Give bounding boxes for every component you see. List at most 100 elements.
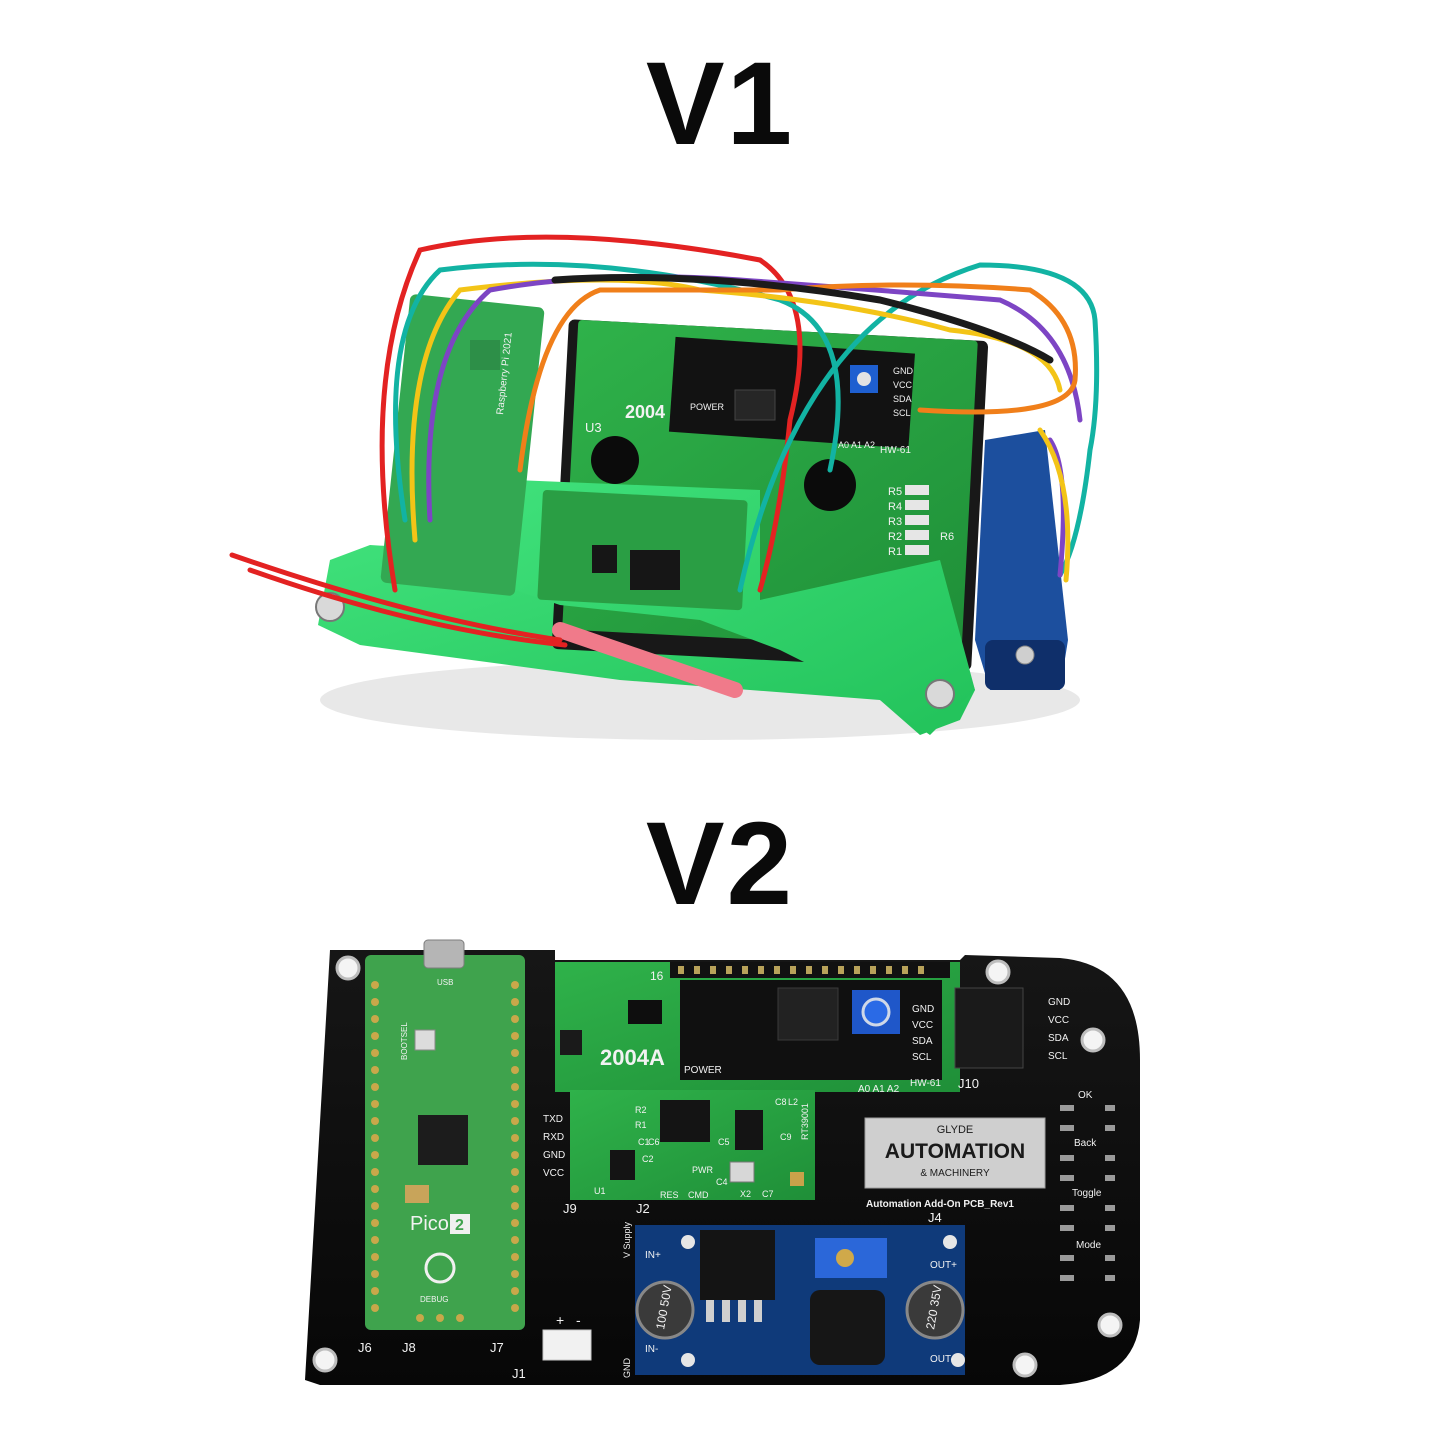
v2-board: 2004A 16 POWER A0 A1 A2 HW-61 GND VCC SD… — [305, 939, 1140, 1385]
v2-rs485-pin-labels: TXD RXD GND VCC — [543, 1114, 565, 1179]
v1-rs485-chip — [630, 550, 680, 590]
v2-gnd-label: GND — [622, 1358, 632, 1379]
v2-bp-sda: SDA — [912, 1036, 933, 1047]
v1-lcd-label: 2004 — [625, 402, 665, 422]
v2-j9-label: J9 — [563, 1201, 577, 1216]
v1-lcd-frame — [985, 640, 1065, 690]
v2-pin-rxd: RXD — [543, 1132, 564, 1143]
v1-backpack-label: HW-61 — [880, 445, 911, 456]
v2-button-labels: OK Back Toggle Mode — [1072, 1090, 1102, 1251]
v1-r3: R3 — [888, 516, 902, 528]
v1-pin-sda: SDA — [893, 394, 912, 404]
v2-power-label: POWER — [684, 1065, 722, 1076]
v1-r6: R6 — [940, 531, 954, 543]
v2-pico-usb — [423, 939, 465, 969]
v1-chip — [734, 389, 776, 421]
v2-pico-name: Pico — [410, 1213, 449, 1235]
v2-j4-label: J4 — [928, 1210, 942, 1225]
v2-part-x2: X2 — [740, 1189, 751, 1199]
v1-pin-gnd: GND — [893, 366, 914, 376]
v1-r1: R1 — [888, 546, 902, 558]
v2-pad-in-minus — [681, 1353, 695, 1367]
v2-pico-num: 2 — [455, 1217, 464, 1234]
v2-rp2350-chip — [418, 1115, 468, 1165]
v1-hole-b — [804, 459, 856, 511]
v2-hole-bl — [312, 1347, 338, 1373]
v1-pin-scl: SCL — [893, 408, 911, 418]
v2-pin-txd: TXD — [543, 1114, 563, 1125]
v2-btn-ok: OK — [1078, 1090, 1093, 1101]
v2-bootsel-button — [414, 1029, 436, 1051]
v2-heading: V2 — [645, 798, 795, 930]
v2-cap-out — [905, 1280, 965, 1340]
v2-pad-in-plus — [681, 1235, 695, 1249]
v2-part-l2: L2 — [788, 1097, 798, 1107]
v2-btn-mode: Mode — [1076, 1240, 1101, 1251]
v2-part-c6: C6 — [648, 1137, 660, 1147]
v2-logo-line3: & MACHINERY — [920, 1168, 990, 1179]
v2-pcb-name: Automation Add-On PCB_Rev1 — [866, 1199, 1014, 1210]
v2-out-minus: OUT- — [930, 1354, 954, 1365]
v2-hole-br — [1012, 1352, 1038, 1378]
v1-pin-vcc: VCC — [893, 380, 913, 390]
v1-u3-label: U3 — [585, 420, 602, 435]
v2-rs485-label: RT39001 — [800, 1103, 810, 1140]
v2-j7-label: J7 — [490, 1340, 504, 1355]
v2-hole-r1 — [1080, 1027, 1106, 1053]
v2-pico-usb-label: USB — [437, 978, 453, 987]
v2-part-res: RES — [660, 1190, 679, 1200]
v2-lcd-pin: 16 — [650, 969, 664, 983]
v2-lcd-label: 2004A — [600, 1045, 665, 1070]
v1-r2: R2 — [888, 531, 902, 543]
v2-rs485-parts: R2 R1 C6 C5 C2 C1 U1 RES CMD C4 PWR X2 C… — [594, 1097, 798, 1200]
v2-j1-connector — [542, 1329, 592, 1361]
v2-debug-label: DEBUG — [420, 1295, 448, 1304]
v2-backpack-pins: GND VCC SDA SCL — [912, 1004, 934, 1063]
v2-bp-vcc: VCC — [912, 1020, 933, 1031]
v1-screw-right — [1015, 645, 1035, 665]
v2-button-pads — [1060, 1105, 1115, 1281]
v1-wire-yellow-2 — [1037, 427, 1071, 583]
v2-j10-ic — [954, 987, 1024, 1069]
v1-r5: R5 — [888, 486, 902, 498]
v2-addr-label: A0 A1 A2 — [858, 1084, 900, 1095]
v2-backpack-chip — [777, 987, 839, 1041]
v2-lcd-cutout — [560, 1030, 582, 1055]
v2-part-c5: C5 — [718, 1137, 730, 1147]
v2-pin-vcc: VCC — [543, 1168, 564, 1179]
v2-rs485-chip-a — [660, 1100, 710, 1142]
v2-j6-label: J6 — [358, 1340, 372, 1355]
v1-wire-red-3 — [379, 234, 803, 593]
v2-pot-knob — [861, 997, 891, 1027]
v2-hole-tl — [335, 955, 361, 981]
v2-logo-plate — [864, 1117, 1046, 1189]
v1-pico-rf — [470, 340, 500, 370]
v2-cap-in — [635, 1280, 695, 1340]
v2-part-c2: C2 — [642, 1154, 654, 1164]
v1-resistor-labels: R5 R4 R3 R2 R1 R6 — [888, 486, 954, 558]
v2-part-c4: C4 — [716, 1177, 728, 1187]
v2-btn-toggle: Toggle — [1072, 1188, 1102, 1199]
v2-buck-pot-screw — [836, 1249, 854, 1267]
v2-pin-gnd: GND — [543, 1150, 565, 1161]
v2-j10-gnd: GND — [1048, 997, 1070, 1008]
v2-in-minus: IN- — [645, 1344, 658, 1355]
v2-hole-tr — [985, 959, 1011, 985]
v2-logo-line1: GLYDE — [937, 1124, 973, 1136]
v1-wire-red-1 — [229, 552, 563, 643]
v2-j10-scl: SCL — [1048, 1051, 1068, 1062]
v2-j1-minus: - — [576, 1312, 581, 1328]
v2-j8-label: J8 — [402, 1340, 416, 1355]
v2-buck-regulator — [700, 1230, 775, 1300]
v1-hole-a — [591, 436, 639, 484]
v2-j2-label: J2 — [636, 1201, 650, 1216]
v1-wire-black — [551, 274, 1054, 364]
v2-j10-label: J10 — [958, 1076, 979, 1091]
v2-hole-r2 — [1097, 1312, 1123, 1338]
v2-j10-sda: SDA — [1048, 1033, 1069, 1044]
v1-board: 2004 U3 R5 R4 R3 R2 R1 R6 POWER A0 A1 A2… — [229, 234, 1100, 740]
v2-inductor — [810, 1290, 885, 1365]
v2-j1-plus: + — [556, 1312, 564, 1328]
v2-j10-pin-labels: GND VCC SDA SCL — [1048, 997, 1070, 1062]
